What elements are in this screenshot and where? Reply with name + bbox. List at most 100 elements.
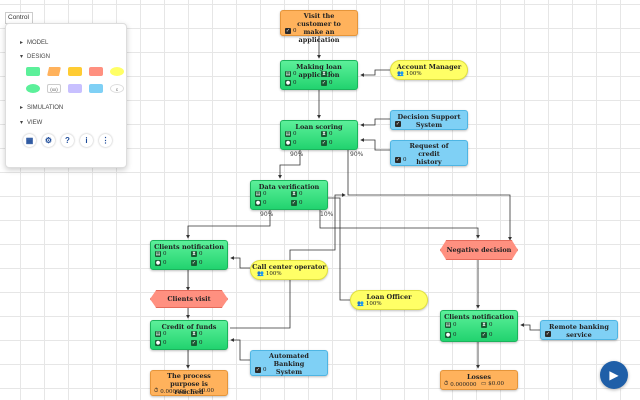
shape-subprocess-palette[interactable] (26, 84, 40, 93)
node-stat: ●0 (285, 80, 297, 86)
node-title: Clients notification (444, 313, 514, 321)
edge-dss-scoring (360, 118, 390, 127)
info-icon[interactable]: i (80, 134, 93, 147)
task-data-verification[interactable]: Data verification ▤0 ⧗0 ●0 ✓0 (250, 180, 328, 210)
money-icon: ▭ (191, 388, 197, 394)
resource-call-center-operator[interactable]: Call center operator 👥100% (250, 260, 328, 280)
node-stat: ⧗0 (291, 191, 303, 197)
edge-credit-back (230, 193, 346, 329)
node-stat: ▤0 (285, 71, 297, 77)
shape-data-palette[interactable] (68, 84, 82, 93)
node-stat: ▭$0.00 (481, 381, 504, 387)
person-icon: ● (155, 340, 161, 346)
chart-icon: ▤ (255, 191, 261, 197)
end-event-losses[interactable]: Losses ⏱0.000000 ▭$0.00 (440, 370, 518, 390)
more-icon[interactable]: ⋮ (99, 134, 112, 147)
system-automated-banking[interactable]: Automated Banking System ✓0 (250, 350, 328, 376)
section-view[interactable]: ▾VIEW (20, 119, 43, 127)
node-stat: ✓0 (285, 28, 297, 34)
node-stat: ✓0 (255, 367, 267, 373)
task-clients-notification[interactable]: Clients notification ▤0 ⧗0 ●0 ✓0 (150, 240, 228, 270)
person-icon: ● (155, 260, 161, 266)
edge-ab-credit (230, 338, 250, 361)
node-stat: ✓0 (481, 332, 493, 338)
system-credit-history[interactable]: Request of credit history ✓0 (390, 140, 468, 166)
node-stat: 👥100% (397, 71, 422, 77)
edge-verification-notif1 (186, 210, 271, 239)
task-clients-notification-2[interactable]: Clients notification ▤0 ⧗0 ●0 ✓0 (440, 310, 518, 342)
shape-event-palette[interactable] (47, 67, 61, 76)
node-stat: ✓0 (321, 80, 333, 86)
node-stat: ●0 (445, 332, 457, 338)
node-stat: ▤0 (285, 131, 297, 137)
section-design[interactable]: ▾DESIGN (20, 53, 51, 61)
node-title: Automated Banking System (269, 352, 309, 376)
section-simulation[interactable]: ▸SIMULATION (20, 104, 64, 112)
edge-rb-notif2 (520, 323, 540, 331)
event-clients-visit[interactable]: Clients visit (150, 290, 228, 308)
person-icon: ● (285, 80, 291, 86)
node-title: Clients notification (154, 243, 224, 251)
resource-loan-officer[interactable]: Loan Officer 👥100% (350, 290, 428, 310)
shape-gateway-palette[interactable] (89, 67, 103, 76)
start-event[interactable]: Visit the customer to make an applicatio… (280, 10, 358, 44)
node-title: Losses (466, 373, 492, 381)
chevron-down-icon: ▾ (20, 54, 24, 60)
chart-icon: ▤ (285, 131, 291, 137)
node-stat: ✓0 (191, 340, 203, 346)
check-icon: ✓ (545, 331, 551, 337)
node-title: Data verification (258, 183, 320, 191)
node-stat: ✓ (395, 121, 403, 127)
pct-label: 90% (290, 151, 304, 158)
shape-comment-palette[interactable]: c (110, 84, 124, 93)
task-credit-of-funds[interactable]: Credit of funds ▤0 ⧗0 ●0 ✓0 (150, 320, 228, 350)
shape-resource-palette[interactable] (110, 67, 124, 76)
task-making-loan-application[interactable]: Making loan application ▤0 ⧗0 ●0 ✓0 (280, 60, 358, 90)
shape-event2-palette[interactable] (68, 67, 82, 76)
node-stat: ⧗0 (321, 131, 333, 137)
grid-view-icon[interactable]: ▦ (23, 134, 36, 147)
edge-scoring-verification (278, 150, 301, 179)
hourglass-icon: ⧗ (291, 191, 297, 197)
shape-task-palette[interactable] (26, 67, 40, 76)
node-stat: ⧗0 (481, 322, 493, 328)
node-stat: ✓0 (191, 260, 203, 266)
resource-account-manager[interactable]: Account Manager 👥100% (390, 60, 468, 80)
node-stat: ▤0 (155, 251, 167, 257)
end-event-purpose-reached[interactable]: The process purpose is reached ⏱0.000000… (150, 370, 228, 396)
node-title: Request of credit history (409, 142, 449, 166)
node-stat: ▭$0.00 (191, 388, 214, 394)
chevron-down-icon: ▾ (20, 120, 24, 126)
task-loan-scoring[interactable]: Loan scoring ▤0 ⧗0 ●0 ✓0 (280, 120, 358, 150)
node-stat: 👥100% (357, 301, 382, 307)
node-stat: ✓0 (291, 200, 303, 206)
node-title: Decision Support System (397, 113, 461, 129)
node-title: Negative decision (446, 246, 512, 254)
people-icon: 👥 (357, 301, 364, 307)
gateway-negative-decision[interactable]: Negative decision (440, 240, 518, 260)
node-stat: ●0 (155, 260, 167, 266)
section-model[interactable]: ▸MODEL (20, 39, 49, 47)
shape-system-palette[interactable] (89, 84, 103, 93)
edge-ch-scoring (360, 138, 390, 151)
play-button[interactable]: ▶ (600, 361, 628, 389)
node-title: Loan Officer (366, 293, 412, 301)
system-remote-banking[interactable]: Remote banking service ✓ (540, 320, 618, 340)
gear-icon[interactable]: ⚙ (42, 134, 55, 147)
people-icon: 👥 (397, 71, 404, 77)
node-stat: ✓0 (395, 157, 407, 163)
node-title: Remote banking service (549, 323, 609, 339)
check-icon: ✓ (395, 121, 401, 127)
node-title: Visit the customer to make an applicatio… (297, 12, 341, 44)
chart-icon: ▤ (155, 331, 161, 337)
node-stat: ●0 (255, 200, 267, 206)
clock-icon: ⏱ (444, 381, 449, 387)
node-title: Credit of funds (161, 323, 217, 331)
system-decision-support[interactable]: Decision Support System ✓ (390, 110, 468, 130)
check-icon: ✓ (191, 260, 197, 266)
shape-variable-palette[interactable]: (xx) (47, 84, 61, 93)
help-icon[interactable]: ? (61, 134, 74, 147)
control-tab[interactable]: Control (5, 12, 33, 24)
hourglass-icon: ⧗ (191, 331, 197, 337)
money-icon: ▭ (481, 381, 487, 387)
